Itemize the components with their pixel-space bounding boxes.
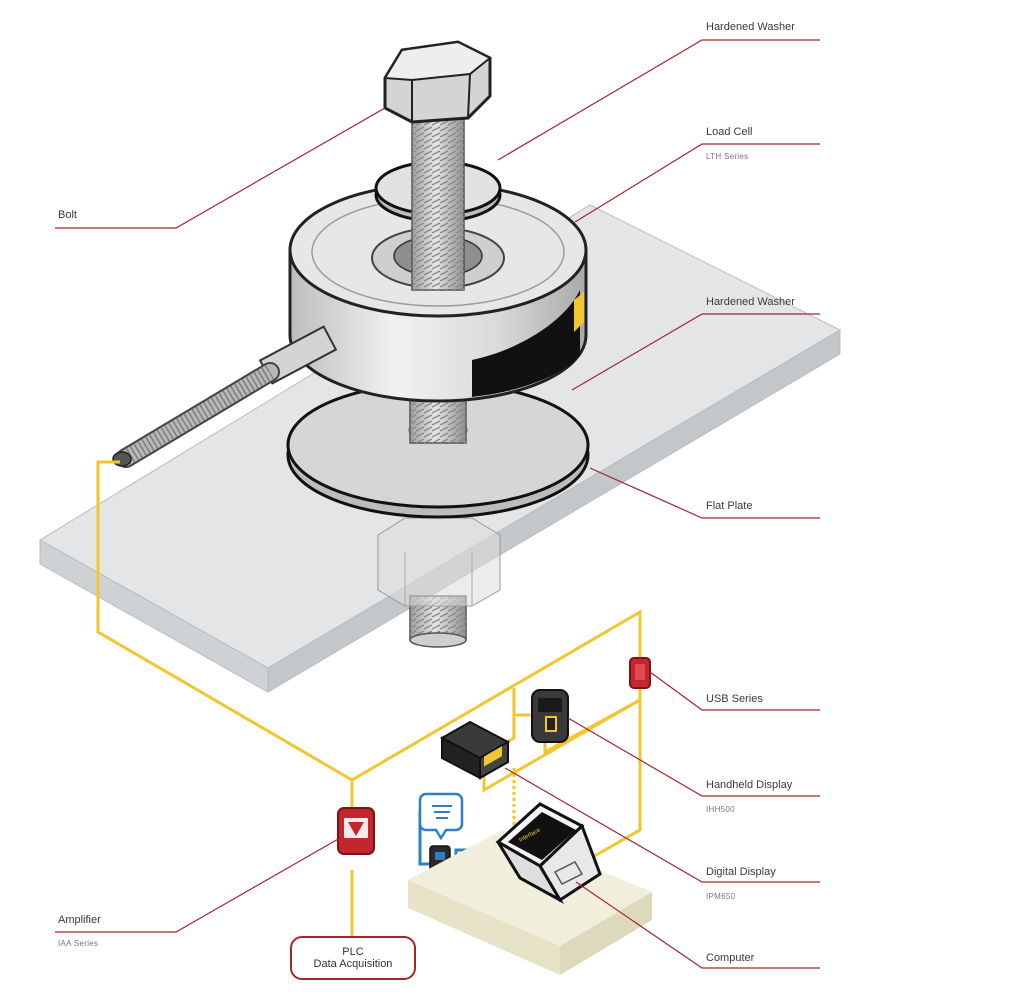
label-amplifier: Amplifier	[58, 914, 101, 926]
label-load-cell-series: LTH Series	[706, 152, 749, 161]
plc-data-acquisition-box: PLC Data Acquisition	[290, 936, 416, 980]
label-load-cell: Load Cell	[706, 126, 753, 138]
plc-line-2: Data Acquisition	[313, 958, 393, 970]
plc-line-1: PLC	[342, 946, 364, 958]
usb-series-device	[629, 657, 651, 689]
leader-lines	[55, 39, 820, 969]
computer-desk	[408, 830, 652, 975]
handheld-display-icon	[531, 689, 569, 743]
bottom-nut	[377, 517, 501, 648]
load-cell-connector-cable	[112, 325, 338, 468]
label-hardened-washer-bottom: Hardened Washer	[706, 296, 795, 308]
label-handheld-display-model: IHH500	[706, 805, 735, 814]
bolt-shaft-lower	[409, 394, 467, 444]
label-flat-plate: Flat Plate	[706, 500, 753, 512]
label-handheld-display: Handheld Display	[706, 779, 793, 791]
label-digital-display: Digital Display	[706, 866, 776, 878]
label-computer: Computer	[706, 952, 755, 964]
digital-display-icon	[439, 720, 511, 780]
label-usb-series: USB Series	[706, 693, 763, 705]
laptop-icon: Interface	[495, 802, 602, 904]
label-amplifier-series: IAA Series	[58, 939, 99, 948]
amplifier-icon	[337, 807, 375, 855]
load-cell-body	[288, 182, 588, 403]
label-digital-display-model: IPM650	[706, 892, 736, 901]
label-bolt: Bolt	[58, 209, 77, 221]
chat-bubble-icon	[418, 792, 464, 841]
bolt	[383, 40, 492, 291]
label-hardened-washer-top: Hardened Washer	[706, 21, 795, 33]
